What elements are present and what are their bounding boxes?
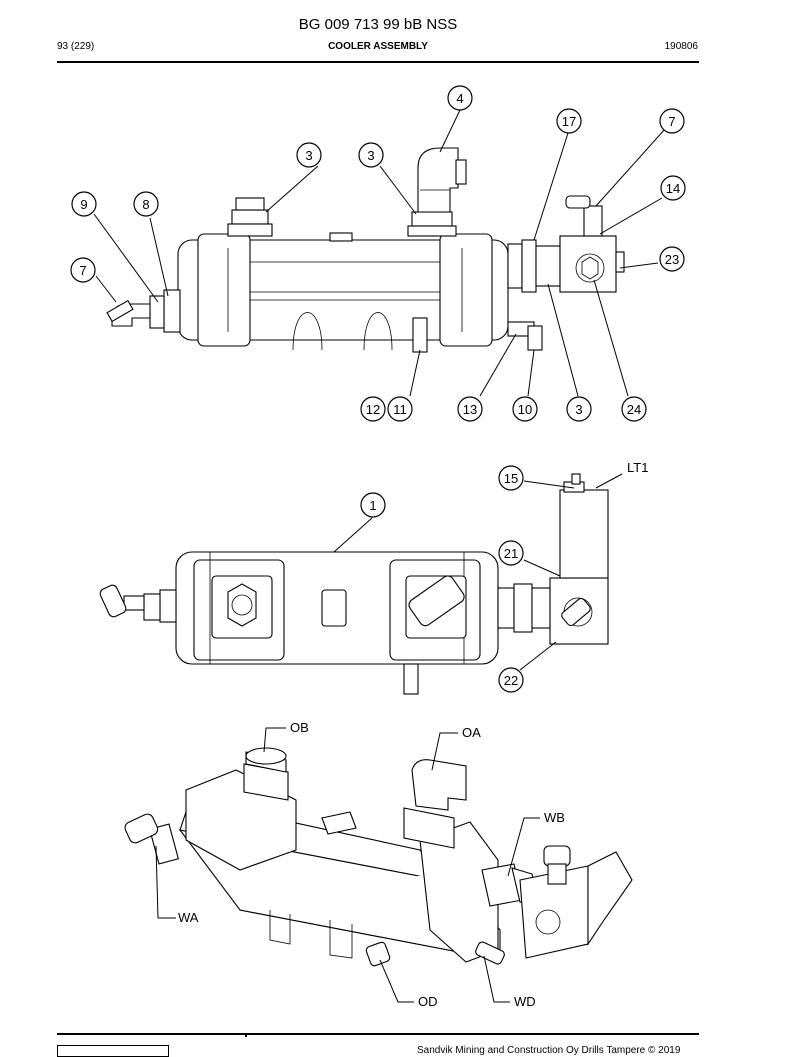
svg-text:15: 15 (504, 471, 518, 486)
port-label-wa: WA (178, 910, 199, 925)
document-title: BG 009 713 99 bB NSS (298, 16, 458, 33)
section-title: COOLER ASSEMBLY (328, 41, 428, 52)
port-label-wb: WB (544, 810, 565, 825)
port-label-oa: OA (462, 725, 481, 740)
port-label-od: OD (418, 994, 438, 1009)
callout-3-bottom: 3 (566, 396, 592, 422)
sandvik-logo (57, 1045, 169, 1057)
svg-text:3: 3 (305, 148, 312, 163)
callout-21: 21 (498, 540, 524, 566)
middle-view (99, 473, 623, 695)
svg-text:1: 1 (369, 498, 376, 513)
svg-text:14: 14 (666, 181, 680, 196)
svg-text:7: 7 (79, 263, 86, 278)
footer-copyright: Sandvik Mining and Construction Oy Drill… (417, 1045, 681, 1056)
callout-12: 12 (360, 396, 386, 422)
callout-11: 11 (387, 396, 413, 422)
callout-8: 8 (133, 191, 159, 217)
callout-3-left: 3 (296, 142, 322, 168)
svg-text:23: 23 (665, 252, 679, 267)
callout-15: 15 (498, 465, 524, 491)
callout-23: 23 (659, 246, 685, 272)
svg-text:10: 10 (518, 402, 532, 417)
callout-10: 10 (512, 396, 538, 422)
svg-text:8: 8 (142, 197, 149, 212)
svg-text:3: 3 (367, 148, 374, 163)
callout-1: 1 (360, 492, 386, 518)
svg-text:4: 4 (456, 91, 463, 106)
svg-text:9: 9 (80, 197, 87, 212)
header-rule (57, 61, 699, 63)
svg-text:17: 17 (562, 114, 576, 129)
callout-14: 14 (660, 175, 686, 201)
callout-24: 24 (621, 396, 647, 422)
callout-7-left: 7 (70, 257, 96, 283)
page-number: 93 (229) (57, 41, 95, 52)
svg-text:11: 11 (393, 402, 407, 417)
footer-rule (57, 1033, 699, 1035)
svg-text:3: 3 (575, 402, 582, 417)
svg-text:22: 22 (504, 673, 518, 688)
svg-text:7: 7 (668, 114, 675, 129)
svg-text:13: 13 (463, 402, 477, 417)
callout-4: 4 (447, 85, 473, 111)
port-label-wd: WD (514, 994, 536, 1009)
top-view (93, 109, 666, 397)
footer-rule-tick (245, 1033, 247, 1037)
svg-text:21: 21 (504, 546, 518, 561)
callout-3-center: 3 (358, 142, 384, 168)
svg-text:24: 24 (627, 402, 641, 417)
port-label-lt1: LT1 (627, 460, 648, 475)
isometric-view (124, 727, 633, 1003)
callout-22: 22 (498, 667, 524, 693)
callout-17: 17 (556, 108, 582, 134)
callout-7-right: 7 (659, 108, 685, 134)
svg-text:12: 12 (366, 402, 380, 417)
document-date: 190806 (664, 41, 698, 52)
callout-9: 9 (71, 191, 97, 217)
callout-13: 13 (457, 396, 483, 422)
port-label-ob: OB (290, 720, 309, 735)
